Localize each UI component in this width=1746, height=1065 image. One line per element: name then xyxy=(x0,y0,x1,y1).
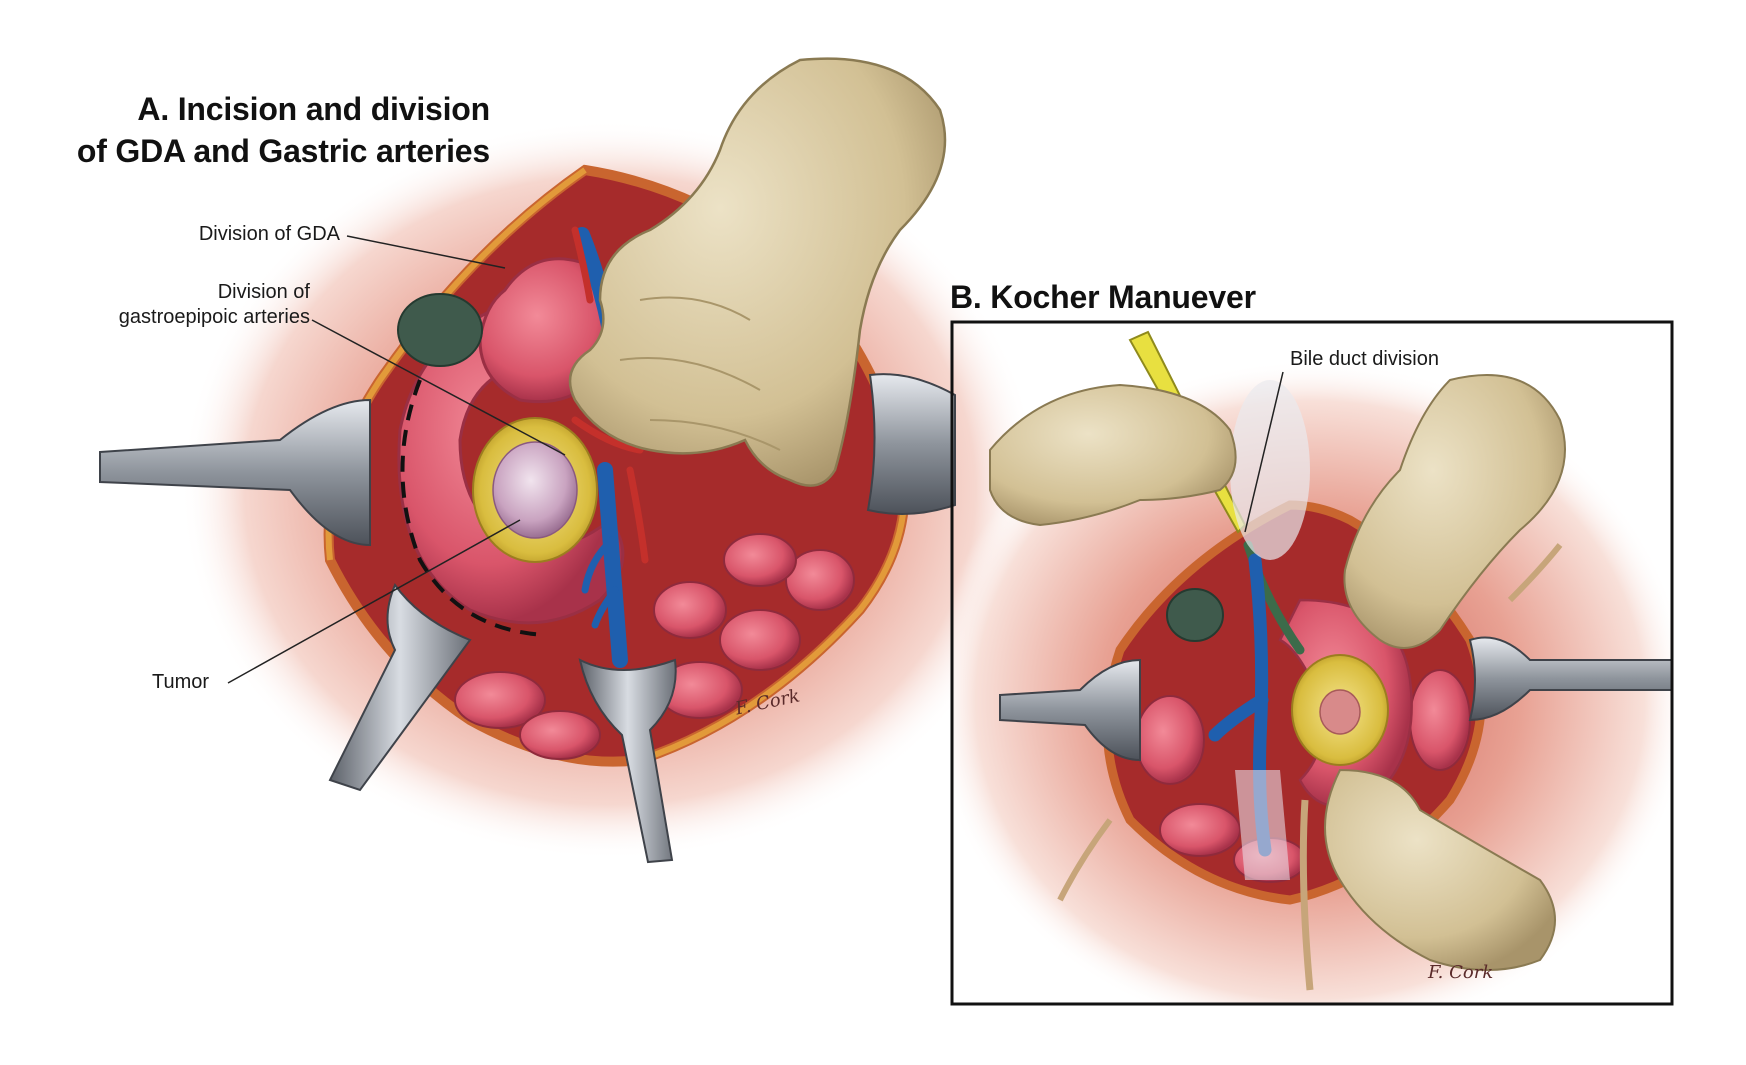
panel-a-title: A. Incision and division of GDA and Gast… xyxy=(40,88,490,172)
tumor-mass xyxy=(1319,689,1361,735)
gda-artery xyxy=(571,226,649,564)
drain-tube xyxy=(1057,818,1113,902)
gallbladder xyxy=(397,293,483,367)
mesenteric-vein-branches xyxy=(581,536,619,629)
drain-tube xyxy=(1507,543,1563,603)
tumor-mass xyxy=(492,441,578,539)
glove-finger-crease xyxy=(619,296,781,451)
artist-signature-b: F. Cork xyxy=(1428,962,1494,983)
gloved-hand-upper-left xyxy=(989,383,1237,527)
drain-tube xyxy=(1299,799,1314,991)
panel-a-title-line2: of GDA and Gastric arteries xyxy=(76,133,490,169)
small-bowel-loops xyxy=(454,533,855,760)
retractor-left xyxy=(99,398,371,547)
panel-b-title: B. Kocher Manuever xyxy=(950,279,1256,315)
panel-a-title-line1: A. Incision and division xyxy=(137,91,490,127)
gloved-hand-lower-right xyxy=(1324,768,1556,971)
label-bile-duct-division: Bile duct division xyxy=(1290,348,1439,370)
retractor-bottom xyxy=(578,658,677,864)
label-gastroepiploic-line1: Division of xyxy=(217,281,310,303)
panel-a-artwork xyxy=(99,57,1040,864)
cautery-smoke xyxy=(1230,380,1310,560)
bile-duct-leader-line xyxy=(1244,371,1284,533)
panel-a-leader-lines xyxy=(227,235,566,684)
retractor-left xyxy=(999,658,1141,762)
panel-b-frame xyxy=(950,320,1674,1006)
label-tumor: Tumor xyxy=(152,671,210,693)
gloved-hand-a xyxy=(568,57,947,487)
panel-b-artwork xyxy=(952,330,1672,1004)
retractor-right xyxy=(866,373,956,515)
retractor-bottom-left xyxy=(328,582,472,792)
ivc xyxy=(1235,770,1290,880)
resection-line xyxy=(400,379,546,637)
gallbladder xyxy=(1166,588,1224,642)
label-gastroepiploic-line2: gastroepipoic arteries xyxy=(118,306,310,328)
label-division-of-gda: Division of GDA xyxy=(198,223,340,245)
retractor-right xyxy=(1468,636,1672,722)
label-gastroepiploic-arteries: Division of gastroepipoic arteries xyxy=(60,280,310,330)
gloved-hand-upper-right xyxy=(1343,374,1566,649)
